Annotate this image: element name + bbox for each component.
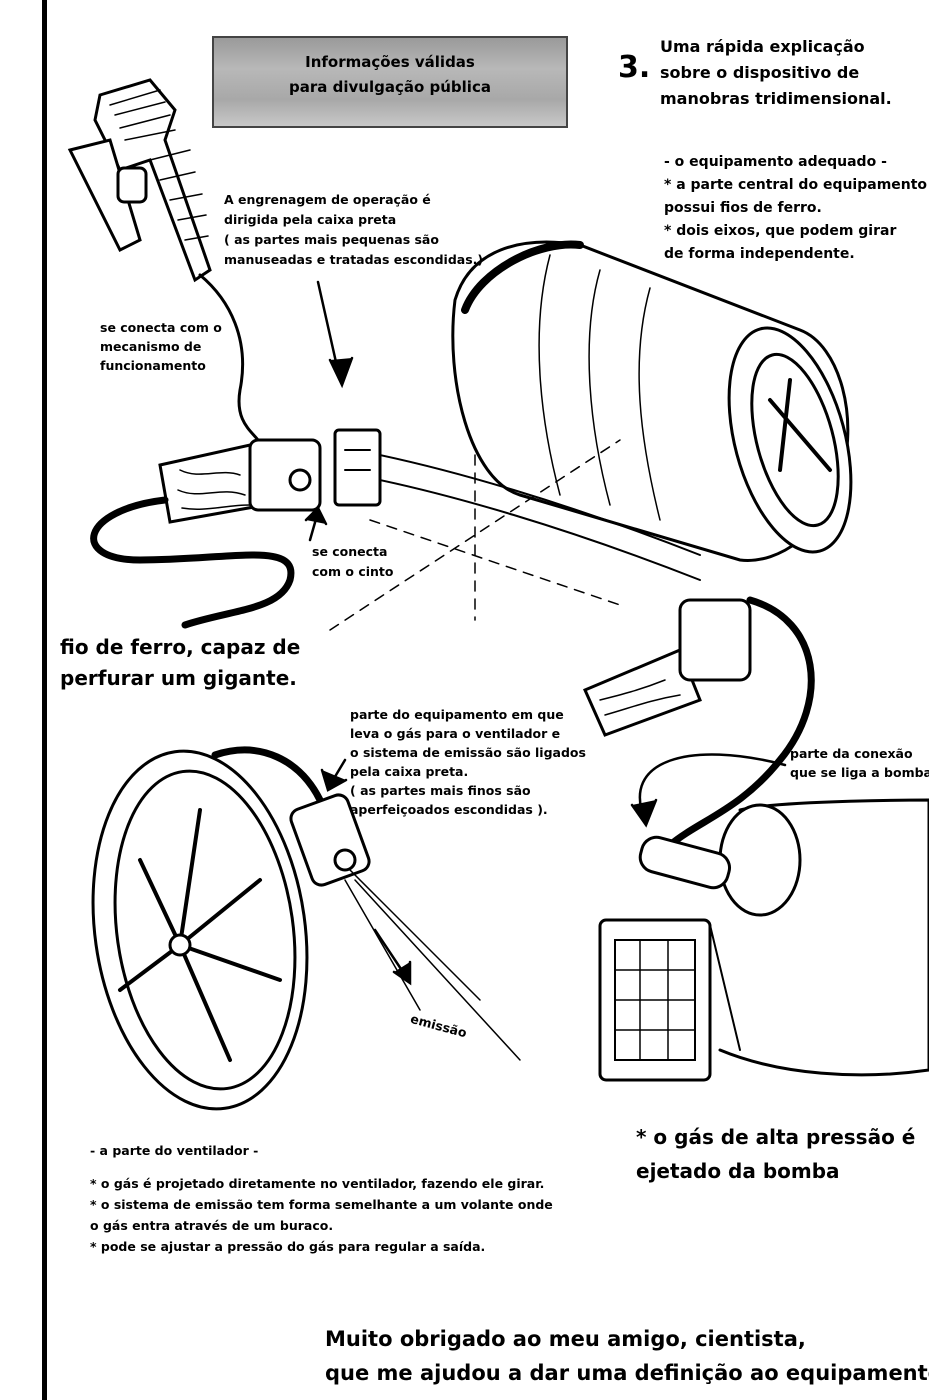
pump-cable bbox=[666, 596, 815, 849]
gear-note-line: ( as partes mais pequenas são bbox=[224, 232, 439, 247]
note-line: aperfeiçoados escondidas ). bbox=[350, 802, 548, 817]
thanks-message: Muito obrigado ao meu amigo, cientista, … bbox=[325, 1322, 929, 1390]
heading-line: Uma rápida explicação bbox=[660, 37, 865, 56]
public-info-banner: Informações válidas para divulgação públ… bbox=[212, 36, 568, 128]
iron-wire-label: fio de ferro, capaz de perfurar um gigan… bbox=[60, 632, 300, 694]
black-box bbox=[333, 428, 382, 507]
pump-note-line: ejetado da bomba bbox=[636, 1159, 840, 1183]
note-line: pela caixa preta. bbox=[350, 764, 469, 779]
equipment-note-line: * dois eixos, que podem girar bbox=[664, 223, 897, 239]
equipment-notes-title: - o equipamento adequado - bbox=[664, 154, 887, 170]
fan-note-line: * o sistema de emissão tem forma semelha… bbox=[90, 1197, 553, 1212]
equipment-notes: - o equipamento adequado - * a parte cen… bbox=[664, 151, 927, 266]
banner-line: Informações válidas bbox=[305, 53, 475, 71]
section-number: 3. bbox=[618, 50, 651, 85]
iron-wire-cable bbox=[90, 496, 295, 629]
note-line: que se liga a bomba. bbox=[790, 765, 929, 780]
fan-note-line: * o gás é projetado diretamente no venti… bbox=[90, 1176, 545, 1191]
note-line: ( as partes mais finos são bbox=[350, 783, 531, 798]
connects-mechanism-label: se conecta com o mecanismo de funcioname… bbox=[100, 318, 222, 375]
pump-note: * o gás de alta pressão é ejetado da bom… bbox=[636, 1120, 915, 1188]
belt-rail bbox=[379, 454, 701, 581]
grip-right bbox=[583, 598, 752, 737]
fan-notes: - a parte do ventilador - * o gás é proj… bbox=[90, 1140, 553, 1257]
annotation-arrows bbox=[304, 280, 787, 986]
connection-note: parte da conexão que se liga a bomba. bbox=[790, 744, 929, 782]
gear-note: A engrenagem de operação é dirigida pela… bbox=[224, 190, 483, 270]
gear-note-line: A engrenagem de operação é bbox=[224, 192, 431, 207]
note-line: leva o gás para o ventilador e bbox=[350, 726, 561, 741]
axis-lines bbox=[329, 439, 621, 631]
fan-note-line: * pode se ajustar a pressão do gás para … bbox=[90, 1239, 486, 1254]
heading-line: sobre o dispositivo de bbox=[660, 63, 860, 82]
label-line: se conecta bbox=[312, 544, 388, 559]
gas-part-note: parte do equipamento em que leva o gás p… bbox=[350, 705, 586, 819]
banner-line: para divulgação pública bbox=[289, 78, 491, 96]
equipment-note-line: de forma independente. bbox=[664, 246, 855, 262]
label-line: fio de ferro, capaz de bbox=[60, 635, 301, 659]
label-line: se conecta com o bbox=[100, 320, 222, 335]
label-line: mecanismo de bbox=[100, 339, 202, 354]
section-heading: Uma rápida explicação sobre o dispositiv… bbox=[660, 34, 892, 112]
connects-belt-label: se conecta com o cinto bbox=[312, 542, 393, 582]
label-line: com o cinto bbox=[312, 564, 394, 579]
label-line: funcionamento bbox=[100, 358, 206, 373]
equipment-note-line: * a parte central do equipamento bbox=[664, 177, 928, 193]
note-line: parte do equipamento em que bbox=[350, 707, 564, 722]
central-cylinder bbox=[451, 240, 853, 562]
heading-line: manobras tridimensional. bbox=[660, 89, 892, 108]
fan-notes-title: - a parte do ventilador - bbox=[90, 1143, 259, 1158]
gear-note-line: dirigida pela caixa preta bbox=[224, 212, 397, 227]
pump bbox=[598, 798, 929, 1082]
thanks-line: Muito obrigado ao meu amigo, cientista, bbox=[325, 1327, 806, 1351]
emission-stream bbox=[344, 869, 521, 1061]
note-line: o sistema de emissão são ligados bbox=[350, 745, 586, 760]
fan-note-line: o gás entra através de um buraco. bbox=[90, 1218, 334, 1233]
label-line: perfurar um gigante. bbox=[60, 666, 297, 690]
thanks-line: que me ajudou a dar uma definição ao equ… bbox=[325, 1361, 929, 1385]
pump-note-line: * o gás de alta pressão é bbox=[636, 1125, 916, 1149]
equipment-note-line: possui fios de ferro. bbox=[664, 200, 822, 216]
gear-note-line: manuseadas e tratadas escondidas.) bbox=[224, 252, 484, 267]
fan-assembly bbox=[91, 746, 371, 1111]
trigger-handle bbox=[67, 78, 260, 442]
grip-left bbox=[158, 438, 322, 524]
page-margin-line bbox=[42, 0, 47, 1400]
note-line: parte da conexão bbox=[790, 746, 913, 761]
